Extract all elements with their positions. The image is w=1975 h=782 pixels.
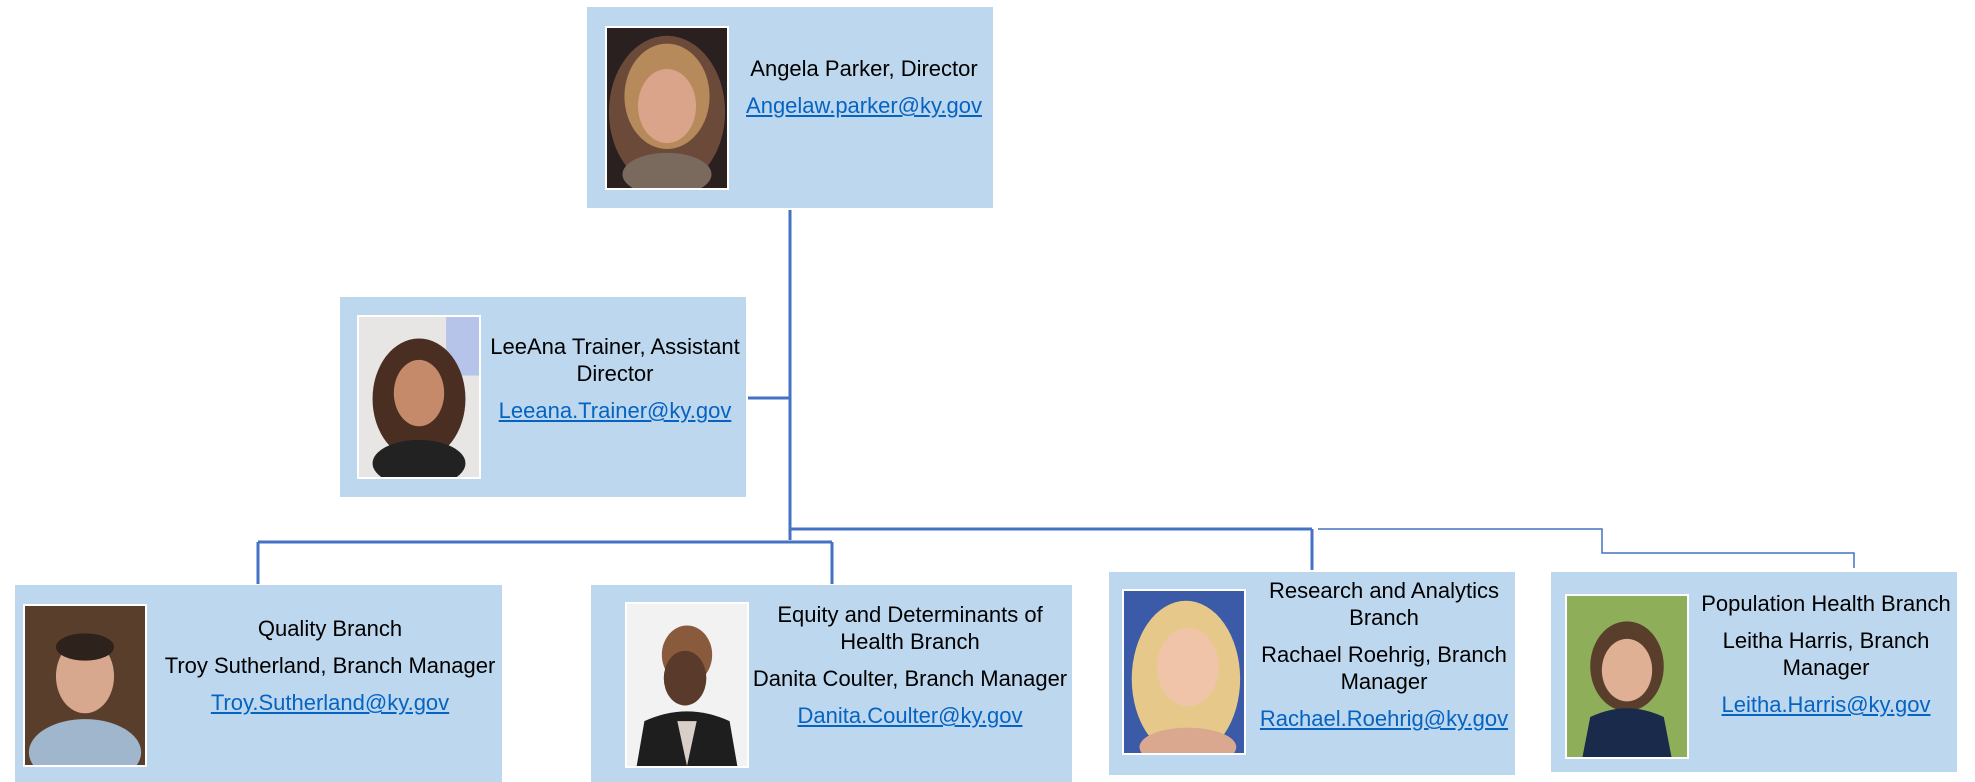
assistant-director-info: LeeAna Trainer, Assistant Director Leean… bbox=[490, 333, 740, 424]
equity-branch-name-line2: Health Branch bbox=[840, 629, 980, 654]
population-health-branch-info: Population Health Branch Leitha Harris, … bbox=[1697, 590, 1955, 718]
quality-branch-name: Quality Branch bbox=[257, 616, 403, 641]
quality-branch-email-link[interactable]: Troy.Sutherland@ky.gov bbox=[210, 690, 450, 715]
population-health-branch-photo bbox=[1565, 594, 1689, 759]
research-branch-name-line1: Research and Analytics bbox=[1269, 578, 1499, 603]
equity-branch-photo bbox=[625, 602, 749, 768]
equity-branch-email-link[interactable]: Danita.Coulter@ky.gov bbox=[797, 703, 1023, 728]
equity-branch-box: Equity and Determinants of Health Branch… bbox=[591, 585, 1072, 782]
quality-branch-box: Quality Branch Troy Sutherland, Branch M… bbox=[15, 585, 502, 782]
research-branch-manager-line1: Rachael Roehrig, Branch bbox=[1261, 642, 1507, 667]
director-email-link[interactable]: Angelaw.parker@ky.gov bbox=[746, 93, 982, 118]
population-health-branch-email-link[interactable]: Leitha.Harris@ky.gov bbox=[1721, 692, 1931, 717]
research-branch-name-line2: Branch bbox=[1349, 605, 1419, 630]
assistant-director-email-link[interactable]: Leeana.Trainer@ky.gov bbox=[498, 398, 732, 423]
research-branch-info: Research and Analytics Branch Rachael Ro… bbox=[1257, 577, 1511, 732]
population-health-branch-manager-line2: Manager bbox=[1782, 655, 1870, 680]
director-box: Angela Parker, Director Angelaw.parker@k… bbox=[587, 7, 993, 208]
population-health-branch-box: Population Health Branch Leitha Harris, … bbox=[1551, 572, 1957, 772]
assistant-director-photo bbox=[357, 315, 481, 479]
quality-branch-manager: Troy Sutherland, Branch Manager bbox=[164, 653, 496, 678]
quality-branch-photo bbox=[23, 604, 147, 767]
research-branch-email-link[interactable]: Rachael.Roehrig@ky.gov bbox=[1259, 706, 1509, 731]
research-branch-photo bbox=[1122, 589, 1246, 755]
assistant-director-name-title-line1: LeeAna Trainer, Assistant bbox=[490, 334, 740, 359]
quality-branch-info: Quality Branch Troy Sutherland, Branch M… bbox=[163, 615, 497, 716]
research-branch-manager-line2: Manager bbox=[1340, 669, 1428, 694]
research-branch-box: Research and Analytics Branch Rachael Ro… bbox=[1109, 572, 1515, 775]
director-photo bbox=[605, 26, 729, 190]
equity-branch-name-line1: Equity and Determinants of bbox=[777, 602, 1043, 627]
population-health-branch-name: Population Health Branch bbox=[1701, 591, 1951, 616]
assistant-director-box: LeeAna Trainer, Assistant Director Leean… bbox=[340, 297, 746, 497]
equity-branch-info: Equity and Determinants of Health Branch… bbox=[751, 601, 1069, 729]
director-info: Angela Parker, Director Angelaw.parker@k… bbox=[739, 55, 989, 119]
assistant-director-name-title-line2: Director bbox=[576, 361, 654, 386]
director-name-title: Angela Parker, Director bbox=[750, 56, 978, 81]
population-health-branch-manager-line1: Leitha Harris, Branch bbox=[1722, 628, 1930, 653]
equity-branch-manager: Danita Coulter, Branch Manager bbox=[752, 666, 1068, 691]
